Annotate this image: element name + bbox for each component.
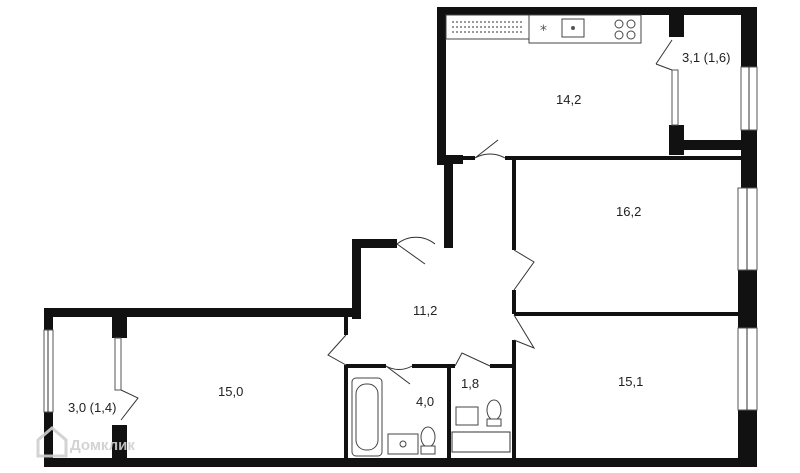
- watermark-text: Домклик: [70, 437, 135, 454]
- wall-hall-notch-top: [352, 239, 397, 248]
- room-area-hall: 11,2: [413, 303, 437, 318]
- wall-kitchen-top: [437, 7, 757, 15]
- wall-right-4: [738, 410, 757, 467]
- room-area-bathroom: 4,0: [416, 394, 434, 409]
- wall-balcony-left-lower: [112, 425, 127, 463]
- interior-walls: [344, 156, 741, 460]
- room-area-balcony-top: 3,1 (1,6): [682, 50, 730, 65]
- snowflake-icon: *: [540, 23, 547, 39]
- door-swings: [120, 39, 673, 421]
- room-area-wc: 1,8: [461, 376, 479, 391]
- kitchen-counter: [445, 14, 530, 40]
- room-area-kitchen: 14,2: [556, 92, 581, 107]
- fixtures: *: [351, 14, 642, 457]
- room-area-bedroom-middle: 16,2: [616, 204, 641, 219]
- wall-hall-upper-left: [444, 160, 453, 248]
- watermark: Домклик: [36, 426, 135, 458]
- wall-right-1: [741, 7, 757, 67]
- wc-toilet-icon: [486, 399, 502, 421]
- room-area-balcony-left: 3,0 (1,4): [68, 400, 116, 415]
- wall-living-top: [44, 308, 359, 317]
- room-area-bedroom-bottom: 15,1: [618, 374, 643, 389]
- wall-kitchen-left: [437, 7, 446, 165]
- wall-right-2: [741, 130, 757, 188]
- stove-burner-icon: [614, 19, 624, 29]
- wc-sink-icon: [455, 406, 479, 426]
- balcony-top-door-frame: [671, 69, 679, 126]
- house-logo-icon: [36, 426, 68, 458]
- room-area-living: 15,0: [218, 384, 243, 399]
- windows: [43, 66, 758, 413]
- room-labels: 14,2 3,1 (1,6) 16,2 11,2 15,0 3,0 (1,4) …: [68, 50, 730, 415]
- wall-balcony-left-top: [44, 308, 129, 317]
- kitchen-cabinets: [528, 14, 642, 44]
- bath-toilet-icon: [420, 426, 436, 448]
- wall-hall-notch-left: [352, 239, 361, 319]
- wall-right-3: [738, 270, 757, 328]
- wall-balcony-left-upper: [112, 308, 127, 338]
- wall-kitchen-bottom-left: [437, 155, 463, 164]
- wall-bottom-outer: [44, 458, 757, 467]
- wall-balcony-top-upper: [669, 15, 684, 37]
- balcony-left-door-frame: [114, 337, 122, 391]
- exterior-walls: [44, 7, 757, 467]
- wall-balcony-top-bottom: [669, 140, 757, 150]
